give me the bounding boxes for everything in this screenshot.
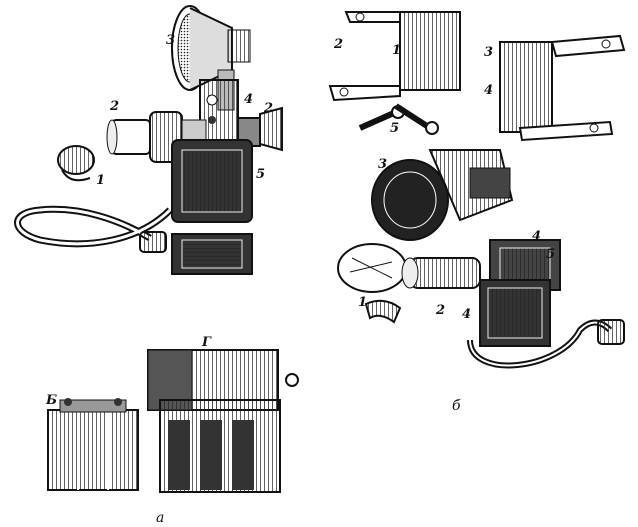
bracket-rear [499,34,626,142]
label-a-3: 3 [166,33,175,48]
label-b-5: 5 [390,121,399,136]
panel-b: 1 2 3 4 5 3 1 2 4 5 4 б [328,11,626,414]
label-b-4-housing: 4 [462,307,471,322]
label-a-5: 5 [256,167,265,182]
headlamp-assembly [371,149,514,241]
label-b-3-headlamp: 3 [378,157,387,172]
label-b-2: 2 [333,37,343,52]
battery-pack-left [47,398,139,491]
battery-box-right [147,349,299,493]
panel-b-caption: б [452,398,461,414]
bracket-front [328,11,461,102]
label-a-4: 4 [244,92,253,107]
housing-b [479,279,551,347]
cap [57,145,95,182]
label-b-3: 3 [484,45,493,60]
cable-b [467,319,625,369]
label-a-battery-left: Б [45,393,57,408]
housing-bottom [171,233,253,275]
label-b-1-cap: 1 [358,295,367,310]
screws [358,103,439,135]
panel-a-caption: a [156,510,164,526]
housing-front [171,139,253,223]
tube [401,257,481,289]
label-a-2-tube: 2 [109,99,119,114]
label-a-battery-right: Г [201,335,212,350]
cap-b [364,299,402,324]
cable [14,205,173,253]
label-b-1: 1 [392,43,401,58]
label-b-4-mount: 4 [532,229,541,244]
label-b-5-mount: 5 [546,247,555,262]
label-a-2-eyepiece: 2 [263,101,273,116]
label-a-1: 1 [96,173,105,188]
panel-a: 3 2 2 4 5 1 Б Г a [14,5,299,526]
disk-cover [337,243,407,293]
label-b-2-tube: 2 [435,303,445,318]
label-b-4: 4 [484,83,493,98]
